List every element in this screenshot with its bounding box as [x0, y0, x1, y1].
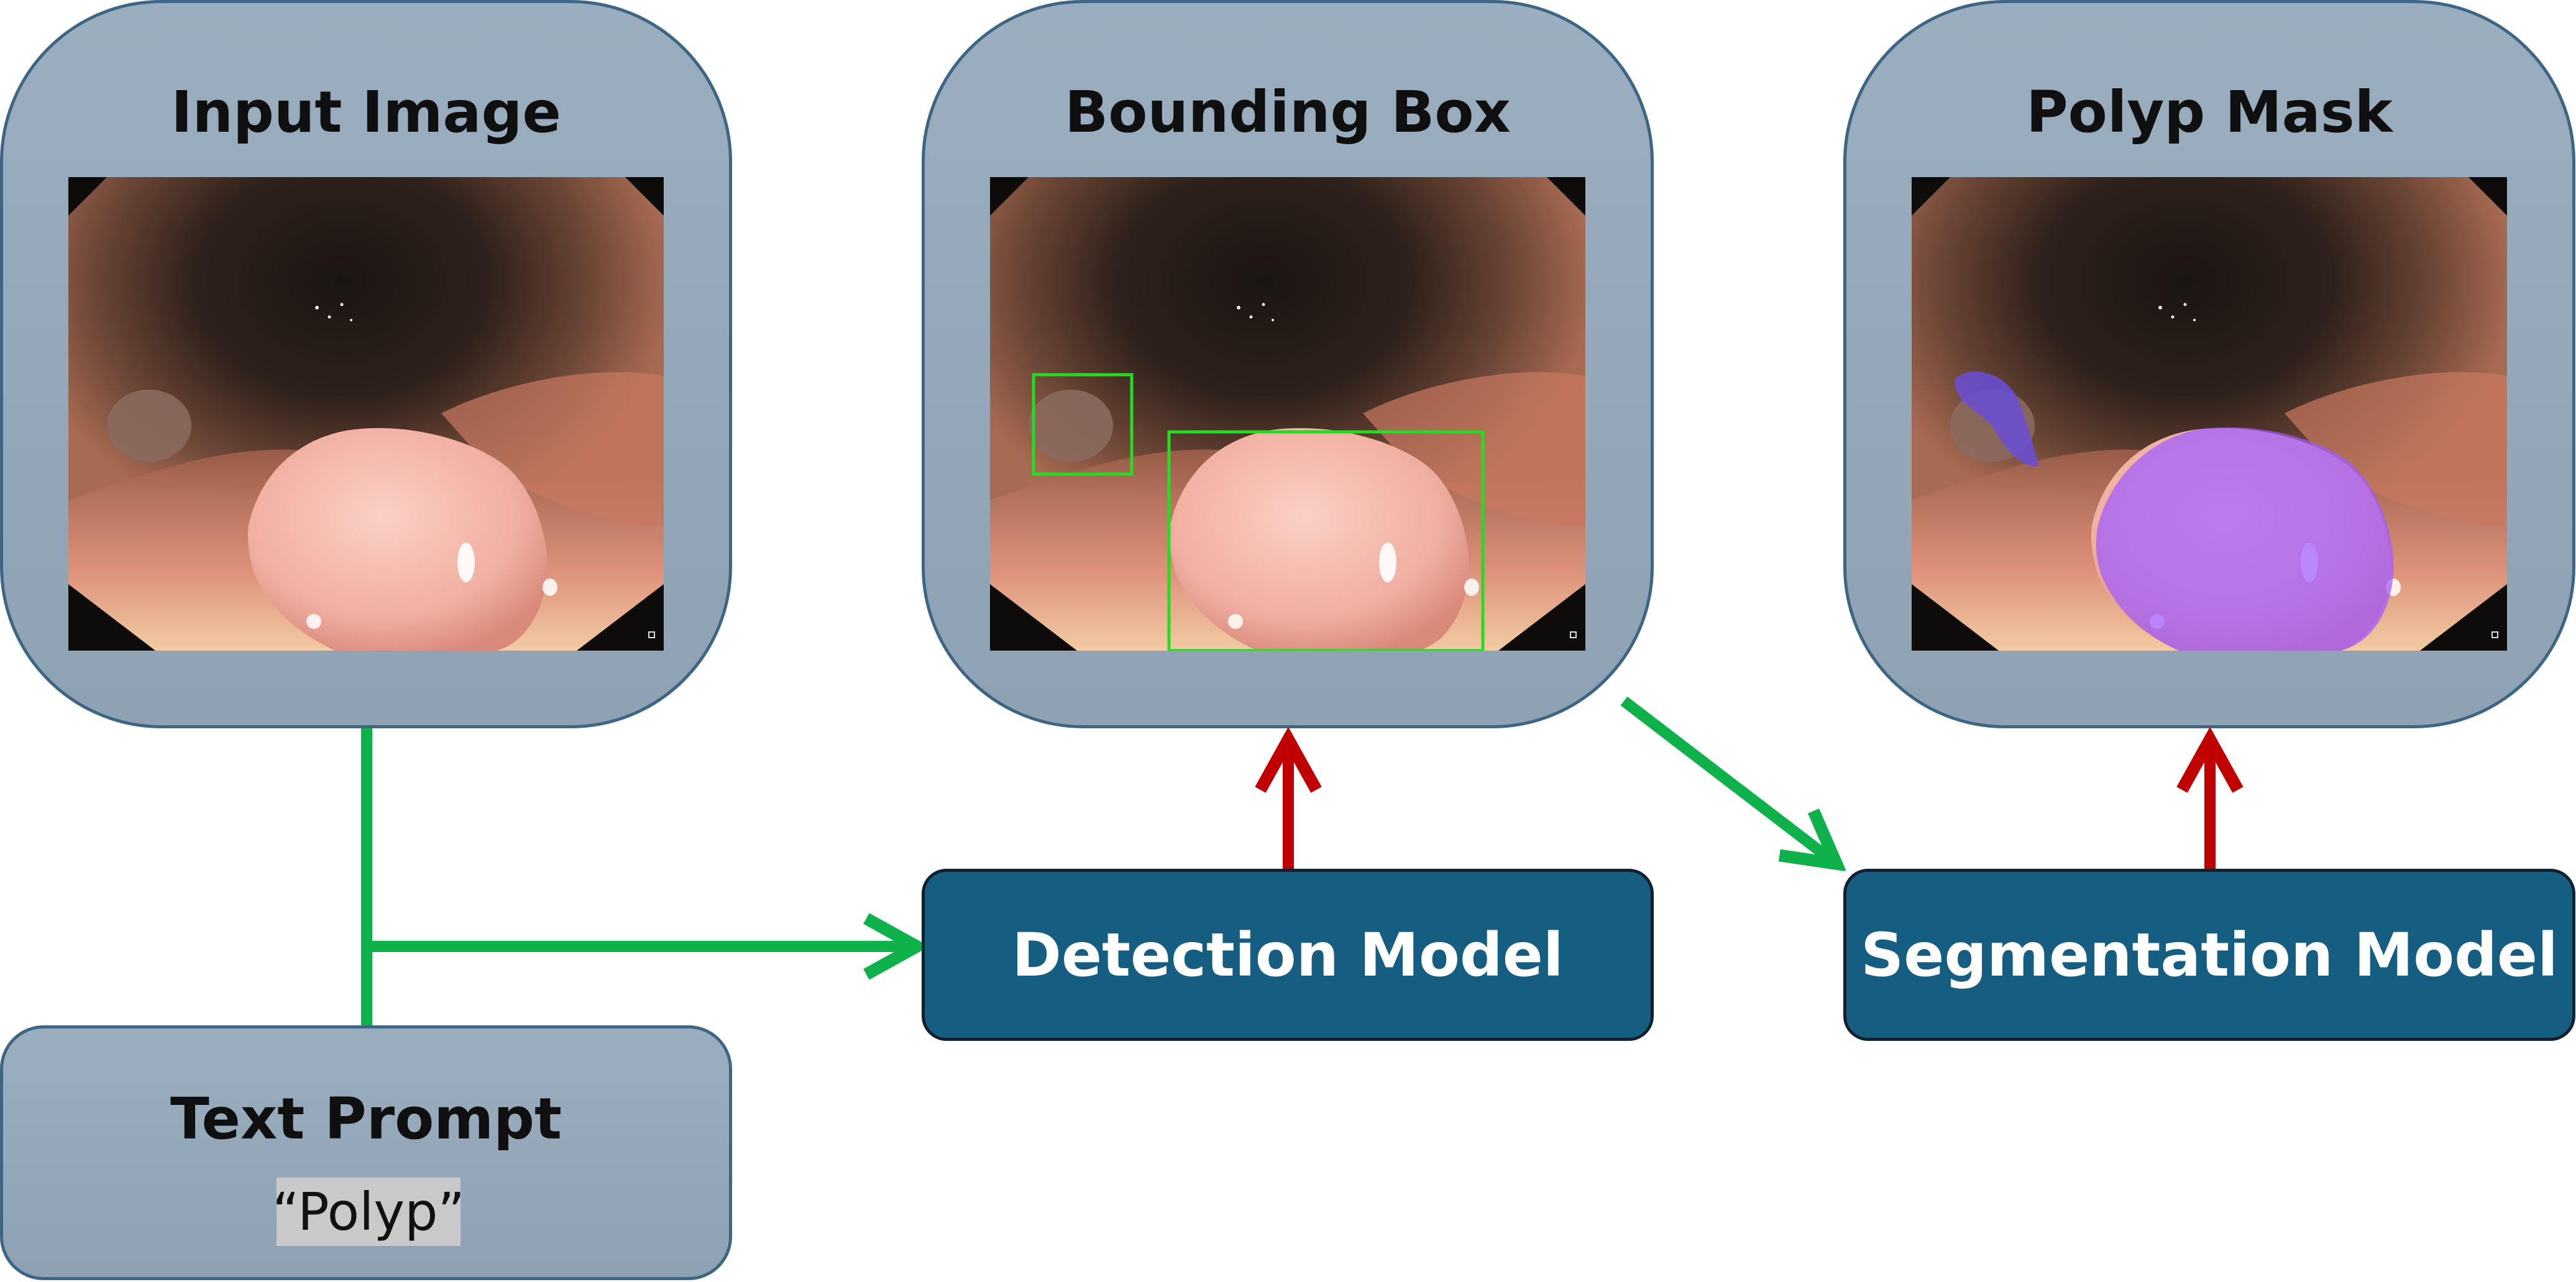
large-polyp-mask — [2096, 427, 2394, 651]
prompt-value: “Polyp” — [272, 1181, 465, 1242]
small-polyp-mask — [1955, 371, 2039, 467]
input-endoscopy-image — [68, 177, 664, 651]
mask-endoscopy-image — [1912, 177, 2507, 651]
text-prompt-panel: Text Prompt “Polyp” — [0, 1025, 732, 1280]
prompt-value-chip: “Polyp” — [272, 1178, 465, 1246]
input-image-panel: Input Image — [0, 0, 732, 728]
segmentation-model-box: Segmentation Model — [1843, 869, 2575, 1041]
large-polyp-bbox — [1167, 430, 1485, 651]
polyp-mask-title: Polyp Mask — [2026, 79, 2393, 145]
bbox-endoscopy-image — [990, 177, 1585, 651]
bounding-box-panel: Bounding Box — [922, 0, 1654, 728]
detection-model-box: Detection Model — [922, 869, 1654, 1041]
bbox-to-segmentation-arrow — [1620, 696, 1836, 864]
small-polyp-bbox — [1032, 373, 1134, 476]
segmentation-model-label: Segmentation Model — [1861, 920, 2558, 990]
input-image-title: Input Image — [171, 79, 561, 145]
polyp-mask-panel: Polyp Mask — [1843, 0, 2575, 728]
text-prompt-title: Text Prompt — [170, 1086, 562, 1152]
detection-model-label: Detection Model — [1012, 920, 1564, 990]
bounding-box-title: Bounding Box — [1065, 79, 1511, 145]
